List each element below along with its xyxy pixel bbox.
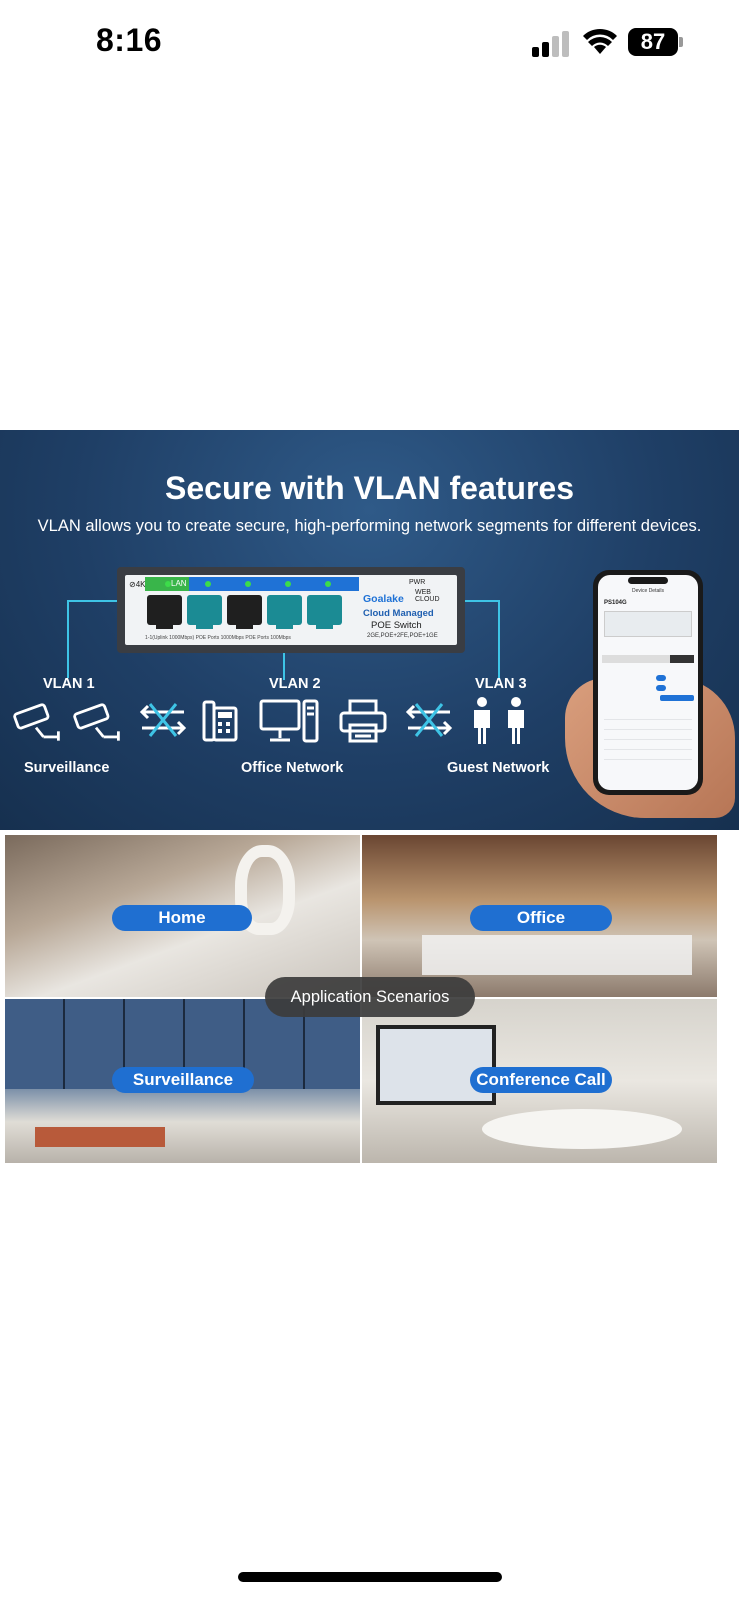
- status-bar: 8:16 87: [0, 0, 739, 90]
- switch-pwr-label: PWR: [409, 579, 426, 586]
- phone-tab-bar: [602, 655, 694, 663]
- blocked-arrows-icon: [405, 703, 453, 737]
- banner-subtitle: VLAN allows you to create secure, high-p…: [37, 517, 702, 535]
- ethernet-port: [267, 595, 302, 629]
- product-image: Secure with VLAN features VLAN allows yo…: [0, 430, 739, 1170]
- switch-model-line: POE Switch: [371, 620, 422, 631]
- office-desks: [422, 935, 692, 975]
- printer-icon: [339, 699, 387, 743]
- battery-icon: 87: [628, 28, 683, 56]
- switch-web-label: WEB CLOUD: [415, 589, 440, 603]
- switch-brand: Goalake: [363, 593, 404, 605]
- port-led: [325, 581, 331, 587]
- vlan-label: VLAN 1: [43, 676, 95, 692]
- battery-cap: [679, 37, 683, 47]
- ethernet-port: [227, 595, 262, 629]
- vlan-group-label: Office Network: [241, 760, 344, 776]
- phone-tab-active: [670, 655, 694, 663]
- phone-screen: Device Details PS104G: [598, 575, 698, 790]
- phone-button: [660, 695, 694, 701]
- vlan-group-label: Guest Network: [447, 760, 550, 776]
- phone-toggle: [656, 685, 666, 691]
- connector-line: [67, 600, 69, 678]
- port-led: [285, 581, 291, 587]
- phone-screen-title: Device Details: [632, 588, 664, 594]
- phone-toggle: [656, 675, 666, 681]
- phone-notch: [628, 577, 668, 584]
- scene-label: Conference Call: [470, 1067, 612, 1093]
- scene-label: Office: [470, 905, 612, 931]
- scene-surveillance: Surveillance: [5, 999, 360, 1163]
- scene-label: Surveillance: [112, 1067, 254, 1093]
- camera-icon: [73, 703, 120, 741]
- ethernet-port: [147, 595, 182, 629]
- ethernet-port: [307, 595, 342, 629]
- camera-icon: [13, 703, 60, 741]
- vlan-banner: Secure with VLAN features VLAN allows yo…: [0, 430, 739, 830]
- control-desk: [35, 1127, 165, 1147]
- smartphone: Device Details PS104G: [593, 570, 703, 795]
- switch-4kv-label: ⊘4KV: [129, 580, 151, 589]
- ethernet-port: [187, 595, 222, 629]
- scene-office: Office: [362, 835, 717, 997]
- connector-line: [498, 600, 500, 678]
- port-led: [245, 581, 251, 587]
- signal-icon: [532, 31, 569, 57]
- computer-icon: [259, 699, 319, 743]
- telephone-icon: [202, 700, 238, 742]
- banner-title: Secure with VLAN features: [165, 470, 574, 506]
- scene-label: Home: [112, 905, 252, 931]
- status-time: 8:16: [96, 22, 163, 58]
- application-scenarios-label: Application Scenarios: [265, 977, 475, 1017]
- phone-list: [604, 710, 692, 760]
- person-icon: [474, 697, 490, 744]
- connector-line: [440, 600, 500, 602]
- blocked-arrows-icon: [139, 703, 187, 737]
- vlan-label: VLAN 2: [269, 676, 321, 692]
- connector-line: [67, 600, 127, 602]
- scene-home: Home: [5, 835, 360, 997]
- wifi-icon: [583, 28, 617, 54]
- switch-face: ⊘4KV LAN Goalake Cloud Managed POE Switc…: [125, 575, 457, 645]
- phone-device-name: PS104G: [604, 600, 627, 606]
- switch-model-line: Cloud Managed: [363, 608, 434, 619]
- battery-level: 87: [628, 28, 678, 56]
- scene-conference-call: Conference Call: [362, 999, 717, 1163]
- port-led: [165, 581, 171, 587]
- switch-model-line: 2GE,POE+2FE,POE+1GE: [367, 633, 438, 639]
- switch-footer: 1-1(Uplink 1000Mbps) POE Ports 1000Mbps …: [145, 635, 291, 641]
- switch-poe-band: [189, 577, 359, 591]
- poe-switch: ⊘4KV LAN Goalake Cloud Managed POE Switc…: [117, 567, 465, 653]
- person-icon: [508, 697, 524, 744]
- application-scenarios: Home Office Surveillance Conference Call…: [0, 830, 739, 1170]
- vlan-group-label: Surveillance: [24, 760, 110, 776]
- conference-table: [482, 1109, 682, 1149]
- phone-switch-preview: [604, 611, 692, 637]
- conference-screen: [376, 1025, 496, 1105]
- home-indicator[interactable]: [238, 1572, 502, 1582]
- port-led: [205, 581, 211, 587]
- vlan-label: VLAN 3: [475, 676, 527, 692]
